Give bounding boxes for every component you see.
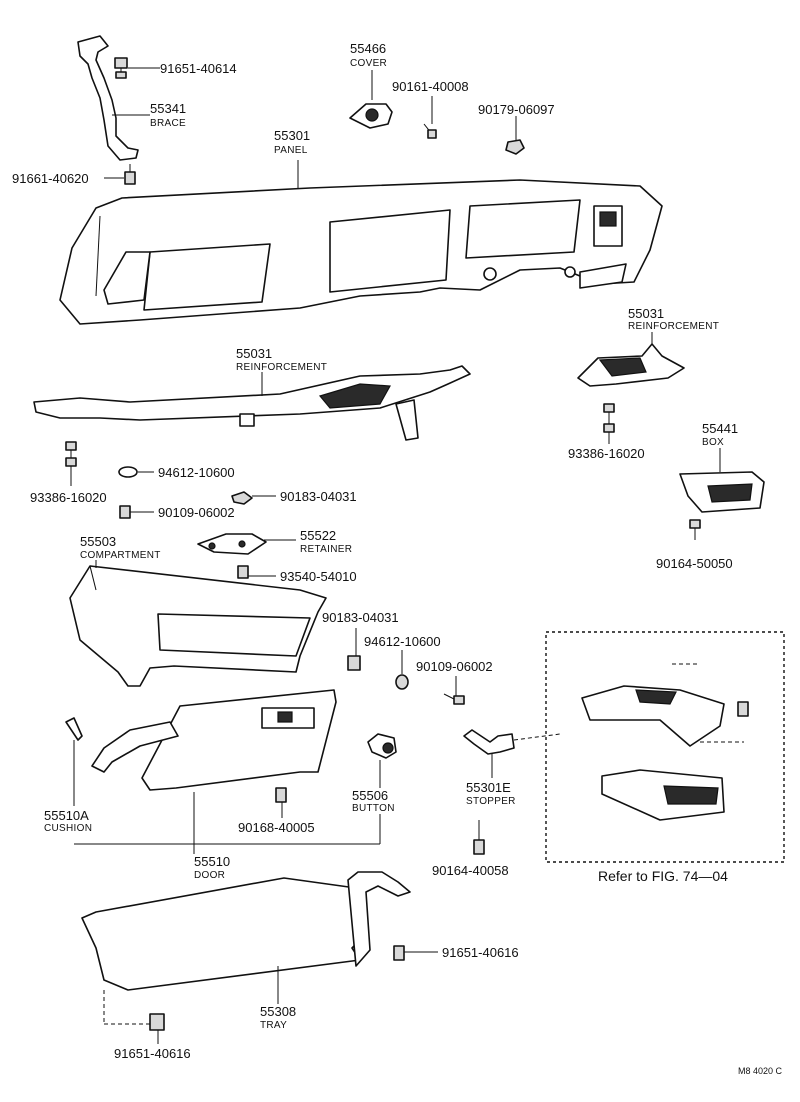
caption-reinforcement-right: REINFORCEMENT	[628, 321, 719, 332]
label-90179-06097: 90179-06097	[478, 102, 555, 117]
label-55466: 55466	[350, 41, 386, 56]
label-90168-40005: 90168-40005	[238, 820, 315, 835]
retainer-part	[197, 533, 267, 555]
caption-button: BUTTON	[352, 803, 395, 814]
label-93540-54010: 93540-54010	[280, 569, 357, 584]
label-93386-16020-right: 93386-16020	[568, 446, 645, 461]
bolt-93386-16020-left	[65, 441, 77, 467]
label-91651-40614: 91651-40614	[160, 61, 237, 76]
screw-90161-40008	[423, 123, 437, 139]
label-90164-50050: 90164-50050	[656, 556, 733, 571]
label-55301e: 55301E	[466, 780, 511, 795]
tray-part	[81, 871, 411, 1031]
refer-figure-note: Refer to FIG. 74—04	[598, 868, 728, 884]
caption-panel: PANEL	[274, 145, 308, 156]
label-55522: 55522	[300, 528, 336, 543]
cover-part	[349, 103, 393, 129]
compartment-part	[69, 565, 327, 687]
label-94612-10600-b: 94612-10600	[364, 634, 441, 649]
caption-retainer: RETAINER	[300, 544, 352, 555]
bolt-91661-40620	[124, 164, 136, 185]
label-90183-04031-b: 90183-04031	[322, 610, 399, 625]
label-55506: 55506	[352, 788, 388, 803]
door-part	[91, 689, 337, 791]
cushion-part	[65, 717, 83, 741]
box-part	[679, 471, 765, 513]
label-55510: 55510	[194, 854, 230, 869]
caption-cushion: CUSHION	[44, 823, 92, 834]
label-90161-40008: 90161-40008	[392, 79, 469, 94]
caption-cover: COVER	[350, 58, 387, 69]
caption-brace: BRACE	[150, 118, 186, 129]
caption-compartment: COMPARTMENT	[80, 550, 161, 561]
refer-frame	[545, 631, 785, 863]
stopper-part	[463, 729, 515, 755]
label-55341: 55341	[150, 101, 186, 116]
nut-90183-04031-a	[231, 491, 253, 505]
label-55441: 55441	[702, 421, 738, 436]
nut-90179-06097	[505, 139, 525, 155]
label-55510a: 55510A	[44, 808, 89, 823]
button-part	[367, 733, 397, 759]
panel-part	[59, 179, 663, 325]
drawing-code: M8 4020 C	[738, 1066, 783, 1076]
label-91661-40620: 91661-40620	[12, 171, 89, 186]
label-55031-beam: 55031	[236, 346, 272, 361]
label-90109-06002-a: 90109-06002	[158, 505, 235, 520]
bolt-93386-16020-right	[603, 403, 615, 433]
label-55503: 55503	[80, 534, 116, 549]
caption-stopper: STOPPER	[466, 796, 516, 807]
label-55301: 55301	[274, 128, 310, 143]
bolt-90109-06002-a	[119, 505, 131, 519]
screw-93540-54010	[237, 565, 249, 579]
label-93386-16020-left: 93386-16020	[30, 490, 107, 505]
caption-reinforcement-beam: REINFORCEMENT	[236, 362, 327, 373]
bolt-91651-40614	[114, 57, 128, 79]
label-91651-40616-right: 91651-40616	[442, 945, 519, 960]
washer-94612-10600-b	[395, 674, 409, 690]
washer-94612-10600-a	[118, 466, 138, 478]
nut-90183-04031-b	[347, 655, 361, 671]
label-55031-right: 55031	[628, 306, 664, 321]
label-90164-40058: 90164-40058	[432, 863, 509, 878]
screw-90164-40058	[473, 839, 485, 855]
label-91651-40616-bottom: 91651-40616	[114, 1046, 191, 1061]
caption-door: DOOR	[194, 870, 225, 881]
screw-90164-50050	[689, 519, 701, 540]
label-94612-10600-a: 94612-10600	[158, 465, 235, 480]
screw-90168-40005	[275, 787, 287, 803]
brace-part	[77, 35, 139, 161]
reinforcement-right-part	[577, 343, 685, 387]
label-55308: 55308	[260, 1004, 296, 1019]
caption-tray: TRAY	[260, 1020, 287, 1031]
reinforcement-beam-part	[33, 365, 471, 441]
label-90109-06002-b: 90109-06002	[416, 659, 493, 674]
caption-box: BOX	[702, 437, 724, 448]
bolt-90109-06002-b	[443, 693, 465, 705]
label-90183-04031-a: 90183-04031	[280, 489, 357, 504]
